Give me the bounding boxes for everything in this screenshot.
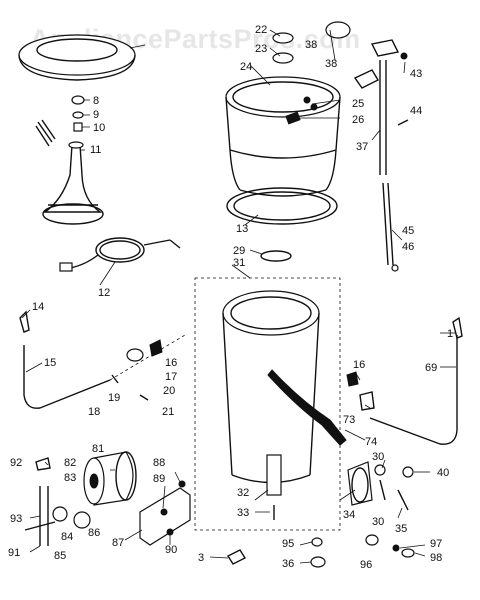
- part-label-12: 12: [98, 287, 110, 299]
- rod-assembly: [353, 39, 409, 175]
- part-label-88: 88: [153, 457, 165, 469]
- part-label-93: 93: [10, 513, 22, 525]
- part-label-95: 95: [282, 538, 294, 550]
- part-label-74: 74: [365, 436, 377, 448]
- part-label-73: 73: [343, 414, 355, 426]
- left-lever-assembly: [19, 310, 186, 409]
- part-label-90: 90: [165, 544, 177, 556]
- part-label-11: 11: [90, 144, 101, 156]
- part-label-22: 22: [255, 24, 267, 36]
- part-label-83: 83: [64, 472, 76, 484]
- motor-bracket: [139, 480, 191, 546]
- part-label-16: 16: [353, 359, 365, 371]
- ring-part: [260, 250, 292, 262]
- link-rod: [382, 182, 399, 272]
- part-label-1: 1: [447, 328, 453, 340]
- part-label-97: 97: [430, 538, 442, 550]
- part-label-81: 81: [92, 443, 104, 455]
- part-label-35: 35: [395, 523, 407, 535]
- part-label-38: 38: [305, 39, 317, 51]
- part-label-9: 9: [93, 109, 99, 121]
- part-label-30: 30: [372, 516, 384, 528]
- part-label-3: 3: [198, 552, 204, 564]
- part-label-34: 34: [343, 509, 355, 521]
- part-label-25: 25: [352, 98, 364, 110]
- part-label-19: 19: [108, 392, 120, 404]
- top-seal-parts: [272, 21, 351, 64]
- part-label-40: 40: [437, 467, 449, 479]
- part-label-8: 8: [93, 95, 99, 107]
- part-label-21: 21: [162, 406, 174, 418]
- part-label-24: 24: [240, 61, 252, 73]
- part-label-86: 86: [88, 527, 100, 539]
- part-label-69: 69: [425, 362, 437, 374]
- part-label-43: 43: [410, 68, 422, 80]
- part-label-26: 26: [352, 114, 364, 126]
- part-label-18: 18: [88, 406, 100, 418]
- lid-illustration: [18, 34, 136, 81]
- part-label-10: 10: [93, 122, 105, 134]
- motor-assembly: [24, 451, 137, 546]
- part-label-82: 82: [64, 457, 76, 469]
- part-label-36: 36: [282, 558, 294, 570]
- part-label-84: 84: [61, 531, 73, 543]
- part-label-33: 33: [237, 507, 249, 519]
- part-label-30: 30: [372, 451, 384, 463]
- part-label-46: 46: [402, 241, 414, 253]
- agitator-illustration: [42, 141, 104, 225]
- clips-parts: [285, 96, 318, 125]
- part-label-98: 98: [430, 552, 442, 564]
- part-label-20: 20: [163, 385, 175, 397]
- part-label-17: 17: [165, 371, 177, 383]
- part-label-96: 96: [360, 559, 372, 571]
- part-label-15: 15: [44, 357, 56, 369]
- part-label-38: 38: [325, 58, 337, 70]
- part-label-13: 13: [236, 223, 248, 235]
- leader-lines: [21, 29, 456, 564]
- right-lever-assembly: [346, 316, 463, 445]
- cap-parts: [71, 95, 85, 132]
- part-label-44: 44: [410, 105, 422, 117]
- shaft-parts: [266, 454, 282, 520]
- power-cord-illustration: [59, 237, 181, 272]
- part-number-labels: 1 3 8 9 10 11 12 13 14 15 16 16 17 18 19…: [8, 24, 453, 571]
- part-label-45: 45: [402, 225, 414, 237]
- brush-part: [35, 119, 56, 147]
- part-label-31: 31: [233, 257, 245, 269]
- part-label-91: 91: [8, 547, 20, 559]
- pump-assembly: [226, 461, 415, 568]
- part-label-92: 92: [10, 457, 22, 469]
- part-label-23: 23: [255, 43, 267, 55]
- part-label-32: 32: [237, 487, 249, 499]
- part-label-14: 14: [32, 301, 44, 313]
- part-label-16: 16: [165, 357, 177, 369]
- part-label-37: 37: [356, 141, 368, 153]
- cabinet-outline: [194, 277, 347, 531]
- part-label-85: 85: [54, 550, 66, 562]
- part-label-29: 29: [233, 245, 245, 257]
- outer-tub-illustration: [225, 76, 341, 225]
- part-label-89: 89: [153, 473, 165, 485]
- part-label-87: 87: [112, 537, 124, 549]
